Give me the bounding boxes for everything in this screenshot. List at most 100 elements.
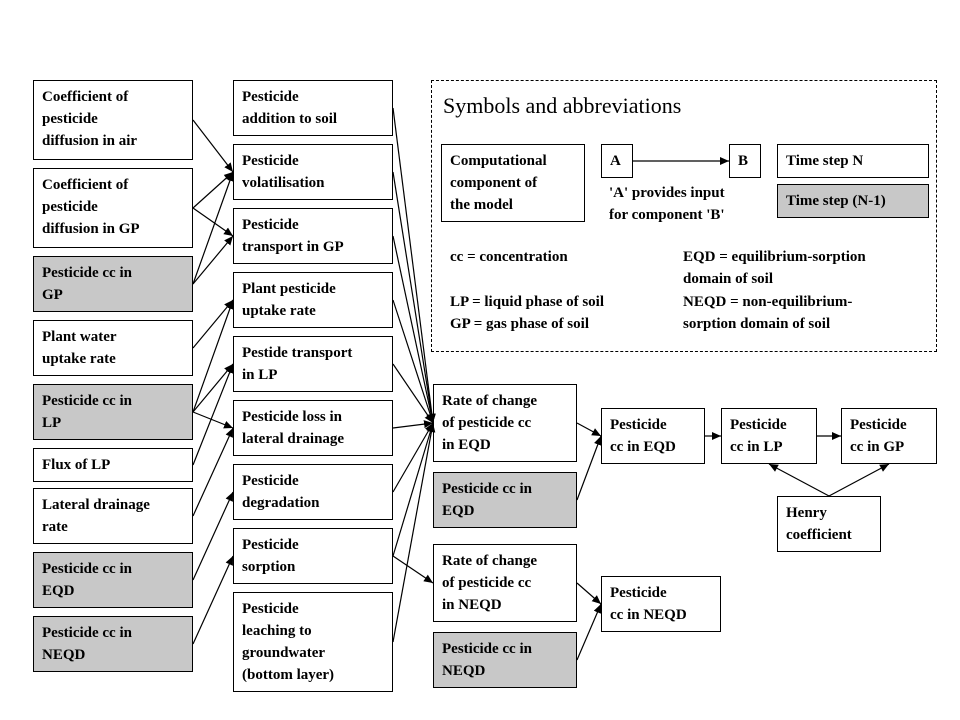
process-box: Pesticide addition to soil xyxy=(233,80,393,136)
input-box: Lateral drainage rate xyxy=(33,488,193,544)
arrow xyxy=(192,427,234,517)
arrow xyxy=(576,435,602,501)
box-label: Henry coefficient xyxy=(786,505,852,543)
process-box: Pesticide volatilisation xyxy=(233,144,393,200)
arrow xyxy=(192,207,234,237)
abbr-cc: cc = concentration xyxy=(450,249,568,265)
abbr-lp-gp: LP = liquid phase of soil GP = gas phase… xyxy=(450,294,605,332)
legend-a-box: A xyxy=(601,144,633,178)
box-label: Plant water uptake rate xyxy=(42,329,117,367)
box-label: Pesticide cc in NEQD xyxy=(442,641,532,679)
box-label: Computational component of the model xyxy=(450,153,547,213)
box-label: Pesticide loss in lateral drainage xyxy=(242,409,345,447)
box-label: Pesticide cc in NEQD xyxy=(610,585,687,623)
cc-eqd-box: Pesticide cc in EQD xyxy=(601,408,705,464)
arrow xyxy=(392,422,434,493)
legend-arrow-description: 'A' provides input for component 'B' xyxy=(609,185,725,223)
box-label: Pesticide cc in GP xyxy=(42,265,132,303)
arrow xyxy=(192,119,234,173)
box-label: Pesticide degradation xyxy=(242,473,320,511)
arrow xyxy=(392,171,436,424)
box-label: Rate of change of pesticide cc in EQD xyxy=(442,393,537,453)
arrow xyxy=(576,603,602,661)
cc-neqd-box: Pesticide cc in NEQD xyxy=(601,576,721,632)
input-box-previous-step: Pesticide cc in NEQD xyxy=(33,616,193,672)
legend-time-prev-box: Time step (N-1) xyxy=(777,184,929,218)
process-box: Pestide transport in LP xyxy=(233,336,393,392)
arrow xyxy=(192,299,234,349)
legend-b-box: B xyxy=(729,144,761,178)
arrow xyxy=(392,235,436,424)
arrow xyxy=(192,299,234,413)
cc-gp-box: Pesticide cc in GP xyxy=(841,408,937,464)
process-box: Pesticide loss in lateral drainage xyxy=(233,400,393,456)
box-label: Pesticide cc in EQD xyxy=(42,561,132,599)
arrow xyxy=(392,555,434,584)
rate-eqd-box: Rate of change of pesticide cc in EQD xyxy=(433,384,577,462)
process-box: Pesticide transport in GP xyxy=(233,208,393,264)
arrow xyxy=(192,363,234,466)
arrow xyxy=(392,107,436,424)
box-label: Time step N xyxy=(786,153,864,169)
box-label: Pesticide leaching to groundwater (botto… xyxy=(242,601,335,683)
legend-component-box: Computational component of the model xyxy=(441,144,585,222)
process-box: Plant pesticide uptake rate xyxy=(233,272,393,328)
box-label: Pesticide addition to soil xyxy=(242,89,338,127)
box-label: Pesticide cc in EQD xyxy=(442,481,532,519)
box-label: Lateral drainage rate xyxy=(42,497,150,535)
legend-title: Symbols and abbreviations xyxy=(443,93,682,118)
arrow xyxy=(576,582,602,605)
arrow xyxy=(392,420,434,429)
box-label: Rate of change of pesticide cc in NEQD xyxy=(442,553,537,613)
henry-coefficient-box: Henry coefficient xyxy=(777,496,881,552)
box-label: Time step (N-1) xyxy=(786,193,886,209)
legend-time-n-box: Time step N xyxy=(777,144,929,178)
rate-neqd-box: Rate of change of pesticide cc in NEQD xyxy=(433,544,577,622)
box-label: Pesticide cc in LP xyxy=(730,417,787,455)
box-label: Pestide transport in LP xyxy=(242,345,353,383)
arrow xyxy=(192,171,234,285)
abbr-neqd: NEQD = non-equilibrium- sorption domain … xyxy=(683,294,853,332)
input-box-previous-step: Pesticide cc in GP xyxy=(33,256,193,312)
box-label: Pesticide sorption xyxy=(242,537,299,575)
arrow xyxy=(392,422,436,643)
arrow xyxy=(192,491,234,581)
box-label: A xyxy=(610,153,621,169)
box-label: Coefficient of pesticide diffusion in ai… xyxy=(42,89,138,149)
process-box: Pesticide degradation xyxy=(233,464,393,520)
arrow xyxy=(192,555,234,645)
cc-lp-box: Pesticide cc in LP xyxy=(721,408,817,464)
box-label: Flux of LP xyxy=(42,457,111,473)
box-label: Pesticide cc in LP xyxy=(42,393,132,431)
arrow xyxy=(392,363,434,424)
arrow xyxy=(392,299,435,424)
process-box: Pesticide sorption xyxy=(233,528,393,584)
input-box: Flux of LP xyxy=(33,448,193,482)
arrow xyxy=(576,422,602,437)
arrow xyxy=(828,463,890,497)
box-label: Pesticide cc in NEQD xyxy=(42,625,132,663)
arrow xyxy=(392,422,435,557)
box-label: Pesticide transport in GP xyxy=(242,217,344,255)
arrow xyxy=(768,463,830,497)
prev-cc-neqd-box: Pesticide cc in NEQD xyxy=(433,632,577,688)
abbr-eqd: EQD = equilibrium-sorption domain of soi… xyxy=(683,249,866,287)
box-label: B xyxy=(738,153,749,169)
input-box: Plant water uptake rate xyxy=(33,320,193,376)
input-box-previous-step: Pesticide cc in EQD xyxy=(33,552,193,608)
arrow xyxy=(192,363,234,413)
box-label: Pesticide cc in GP xyxy=(850,417,907,455)
box-label: Pesticide cc in EQD xyxy=(610,417,676,455)
arrow xyxy=(192,235,234,285)
input-box: Coefficient of pesticide diffusion in ai… xyxy=(33,80,193,160)
box-label: Coefficient of pesticide diffusion in GP xyxy=(42,177,140,237)
arrow xyxy=(192,411,234,429)
input-box-previous-step: Pesticide cc in LP xyxy=(33,384,193,440)
input-box: Coefficient of pesticide diffusion in GP xyxy=(33,168,193,248)
box-label: Pesticide volatilisation xyxy=(242,153,325,191)
prev-cc-eqd-box: Pesticide cc in EQD xyxy=(433,472,577,528)
legend-frame xyxy=(431,80,937,352)
box-label: Plant pesticide uptake rate xyxy=(242,281,336,319)
process-box: Pesticide leaching to groundwater (botto… xyxy=(233,592,393,692)
